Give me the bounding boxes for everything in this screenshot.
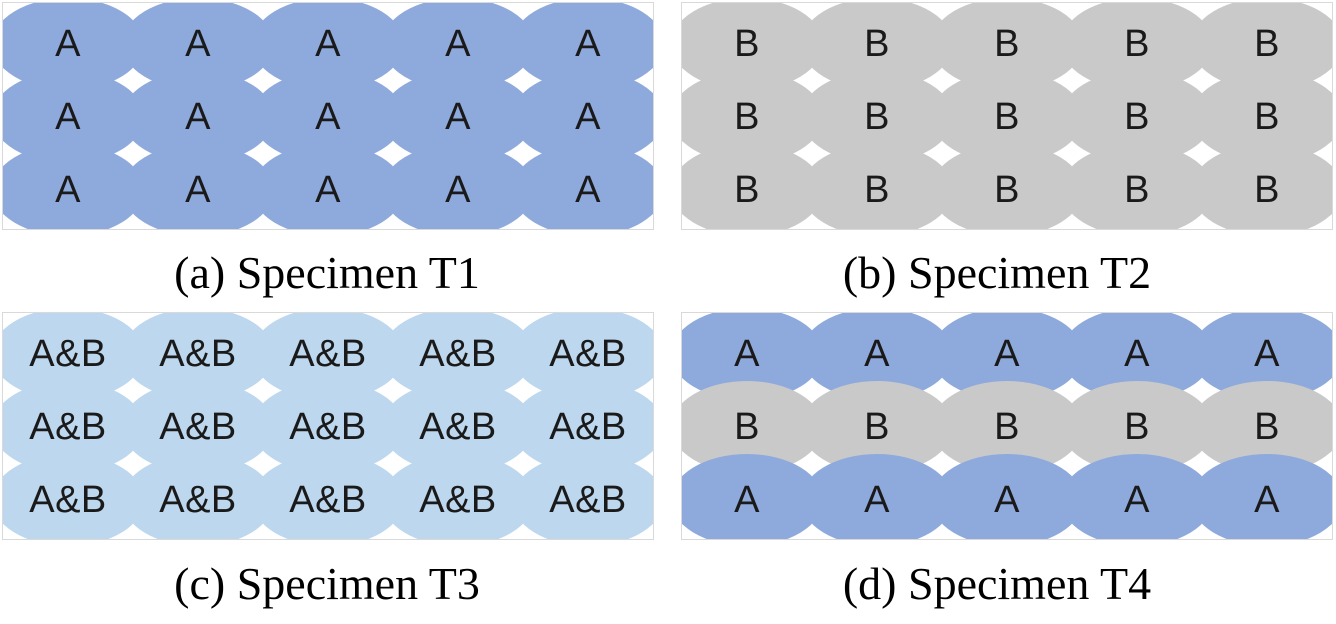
specimen-ellipse: A&B xyxy=(252,454,404,539)
specimen-ellipse: A xyxy=(801,454,953,539)
specimen-ellipse: A xyxy=(512,3,653,90)
panel-caption-b: (b) Specimen T2 xyxy=(842,247,1152,298)
ellipse-label: A xyxy=(55,96,81,138)
ellipse-label: A xyxy=(1254,333,1280,375)
specimen-ellipse: A xyxy=(122,144,274,229)
ellipse-label: B xyxy=(1254,23,1280,65)
ellipse-label: A xyxy=(315,23,341,65)
ellipse-label: A&B xyxy=(419,406,497,448)
specimen-ellipse: A xyxy=(512,144,653,229)
specimen-ellipse: B xyxy=(931,144,1083,229)
ellipse-label: A&B xyxy=(289,479,367,521)
specimen-ellipse: B xyxy=(682,144,823,229)
ellipse-label: B xyxy=(1254,169,1280,211)
ellipse-label: A&B xyxy=(29,479,107,521)
specimen-ellipse: B xyxy=(1061,144,1213,229)
panel-caption-c: (c) Specimen T3 xyxy=(174,558,480,609)
specimen-ellipse: A xyxy=(1061,454,1213,539)
ellipse-label: A xyxy=(445,169,471,211)
ellipse-label: B xyxy=(1124,23,1150,65)
ellipse-label: B xyxy=(1124,406,1150,448)
ellipse-label: A xyxy=(1124,333,1150,375)
ellipse-label: A&B xyxy=(289,406,367,448)
specimen-ellipse: A&B xyxy=(252,381,404,473)
ellipse-label: A xyxy=(994,479,1020,521)
ellipse-label: B xyxy=(734,23,760,65)
specimen-ellipse: A xyxy=(931,454,1083,539)
ellipse-label: A&B xyxy=(419,333,497,375)
specimen-ellipse: A xyxy=(682,454,823,539)
panel-caption-d: (d) Specimen T4 xyxy=(842,558,1152,609)
ellipse-label: A xyxy=(315,96,341,138)
ellipse-label: A xyxy=(185,96,211,138)
ellipse-label: B xyxy=(734,96,760,138)
ellipse-label: B xyxy=(864,23,890,65)
ellipse-label: A&B xyxy=(159,479,237,521)
ellipse-label: A&B xyxy=(159,333,237,375)
ellipse-label: B xyxy=(1124,96,1150,138)
specimen-ellipse: A&B xyxy=(122,313,274,400)
ellipse-label: A xyxy=(55,23,81,65)
panel-specimen-t3: A&B A&B A&B A&B A&B A&B A&B A&B A&B A&B A&B A&B A&B A… xyxy=(2,312,654,540)
ellipse-label: A xyxy=(315,169,341,211)
ellipse-label: A xyxy=(575,96,601,138)
ellipse-label: A xyxy=(864,479,890,521)
ellipse-label: B xyxy=(1254,96,1280,138)
ellipse-label: A&B xyxy=(159,406,237,448)
ellipse-label: A&B xyxy=(29,406,107,448)
ellipse-label: A xyxy=(575,169,601,211)
ellipse-label: A xyxy=(445,96,471,138)
ellipse-label: B xyxy=(994,96,1020,138)
ellipse-label: A xyxy=(185,23,211,65)
ellipse-label: A&B xyxy=(29,333,107,375)
ellipse-label: B xyxy=(734,169,760,211)
ellipse-label: A xyxy=(55,169,81,211)
ellipse-label: B xyxy=(1124,169,1150,211)
ellipse-label: B xyxy=(994,23,1020,65)
ellipse-label: A xyxy=(864,333,890,375)
ellipse-label: A xyxy=(734,479,760,521)
specimen-ellipse: A&B xyxy=(122,454,274,539)
ellipse-label: A&B xyxy=(549,406,627,448)
specimen-ellipse: A xyxy=(252,144,404,229)
ellipse-label: B xyxy=(864,406,890,448)
specimen-ellipse: A&B xyxy=(512,313,653,400)
ellipse-label: A&B xyxy=(289,333,367,375)
specimen-ellipse: A&B xyxy=(512,454,653,539)
ellipse-label: A&B xyxy=(419,479,497,521)
specimen-ellipse: A&B xyxy=(3,454,144,539)
specimen-ellipse: A xyxy=(382,144,534,229)
ellipse-label: A xyxy=(575,23,601,65)
ellipse-label: B xyxy=(1254,406,1280,448)
specimen-ellipse: B xyxy=(801,144,953,229)
panel-caption-a: (a) Specimen T1 xyxy=(174,247,480,298)
specimen-ellipse: A xyxy=(3,71,144,163)
ellipse-label: A&B xyxy=(549,479,627,521)
ellipse-label: A&B xyxy=(549,333,627,375)
ellipse-label: A xyxy=(445,23,471,65)
specimen-ellipse: A xyxy=(1191,454,1332,539)
ellipse-label: B xyxy=(864,96,890,138)
ellipse-label: B xyxy=(994,406,1020,448)
ellipse-label: A xyxy=(185,169,211,211)
ellipse-label: B xyxy=(864,169,890,211)
ellipse-label: A xyxy=(734,333,760,375)
ellipse-label: A xyxy=(994,333,1020,375)
ellipse-label: A xyxy=(1124,479,1150,521)
specimen-ellipse: A&B xyxy=(382,454,534,539)
ellipse-label: A xyxy=(1254,479,1280,521)
ellipse-label: B xyxy=(994,169,1020,211)
ellipse-label: B xyxy=(734,406,760,448)
specimen-ellipse: B xyxy=(1191,144,1332,229)
specimen-ellipse: A xyxy=(3,144,144,229)
